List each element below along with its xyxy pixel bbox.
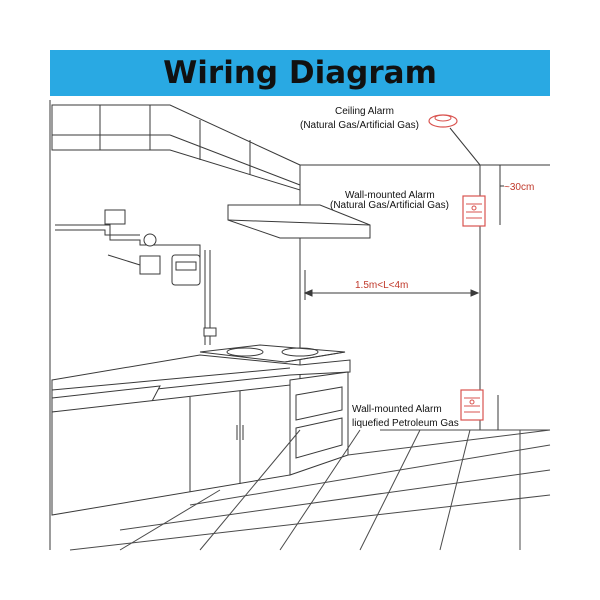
wall-alarm-lpg-icon [460,389,484,421]
regulator-icon [143,233,157,247]
valve-icon [104,209,126,225]
upper-cabinets [51,104,301,191]
lpg-alarm-label: Wall-mounted Alarm [352,404,442,415]
ceiling-alarm-icon [428,114,458,128]
wall-alarm-sublabel: (Natural Gas/Artificial Gas) [330,200,449,211]
ceiling-alarm-cable [449,127,481,166]
lower-cabinets [51,371,349,516]
diagram-title: Wiring Diagram [163,55,437,91]
range-hood [227,204,371,239]
wall-alarm-label: Wall-mounted Alarm [345,190,435,201]
distance-top-label: ~30cm [504,182,534,193]
ceiling-alarm-label: Ceiling Alarm [335,106,394,117]
wall-alarm-upper-icon [462,195,486,227]
distance-range-label: 1.5m<L<4m [355,280,408,291]
ceiling-alarm-sublabel: (Natural Gas/Artificial Gas) [300,120,419,131]
floor-tiles [69,429,551,551]
lpg-alarm-sublabel: liquefied Petroleum Gas [352,418,459,429]
gas-stove [199,344,346,363]
title-banner: Wiring Diagram [50,50,550,96]
outlet-box-icon [139,255,161,275]
gas-supply-assembly [55,209,217,345]
